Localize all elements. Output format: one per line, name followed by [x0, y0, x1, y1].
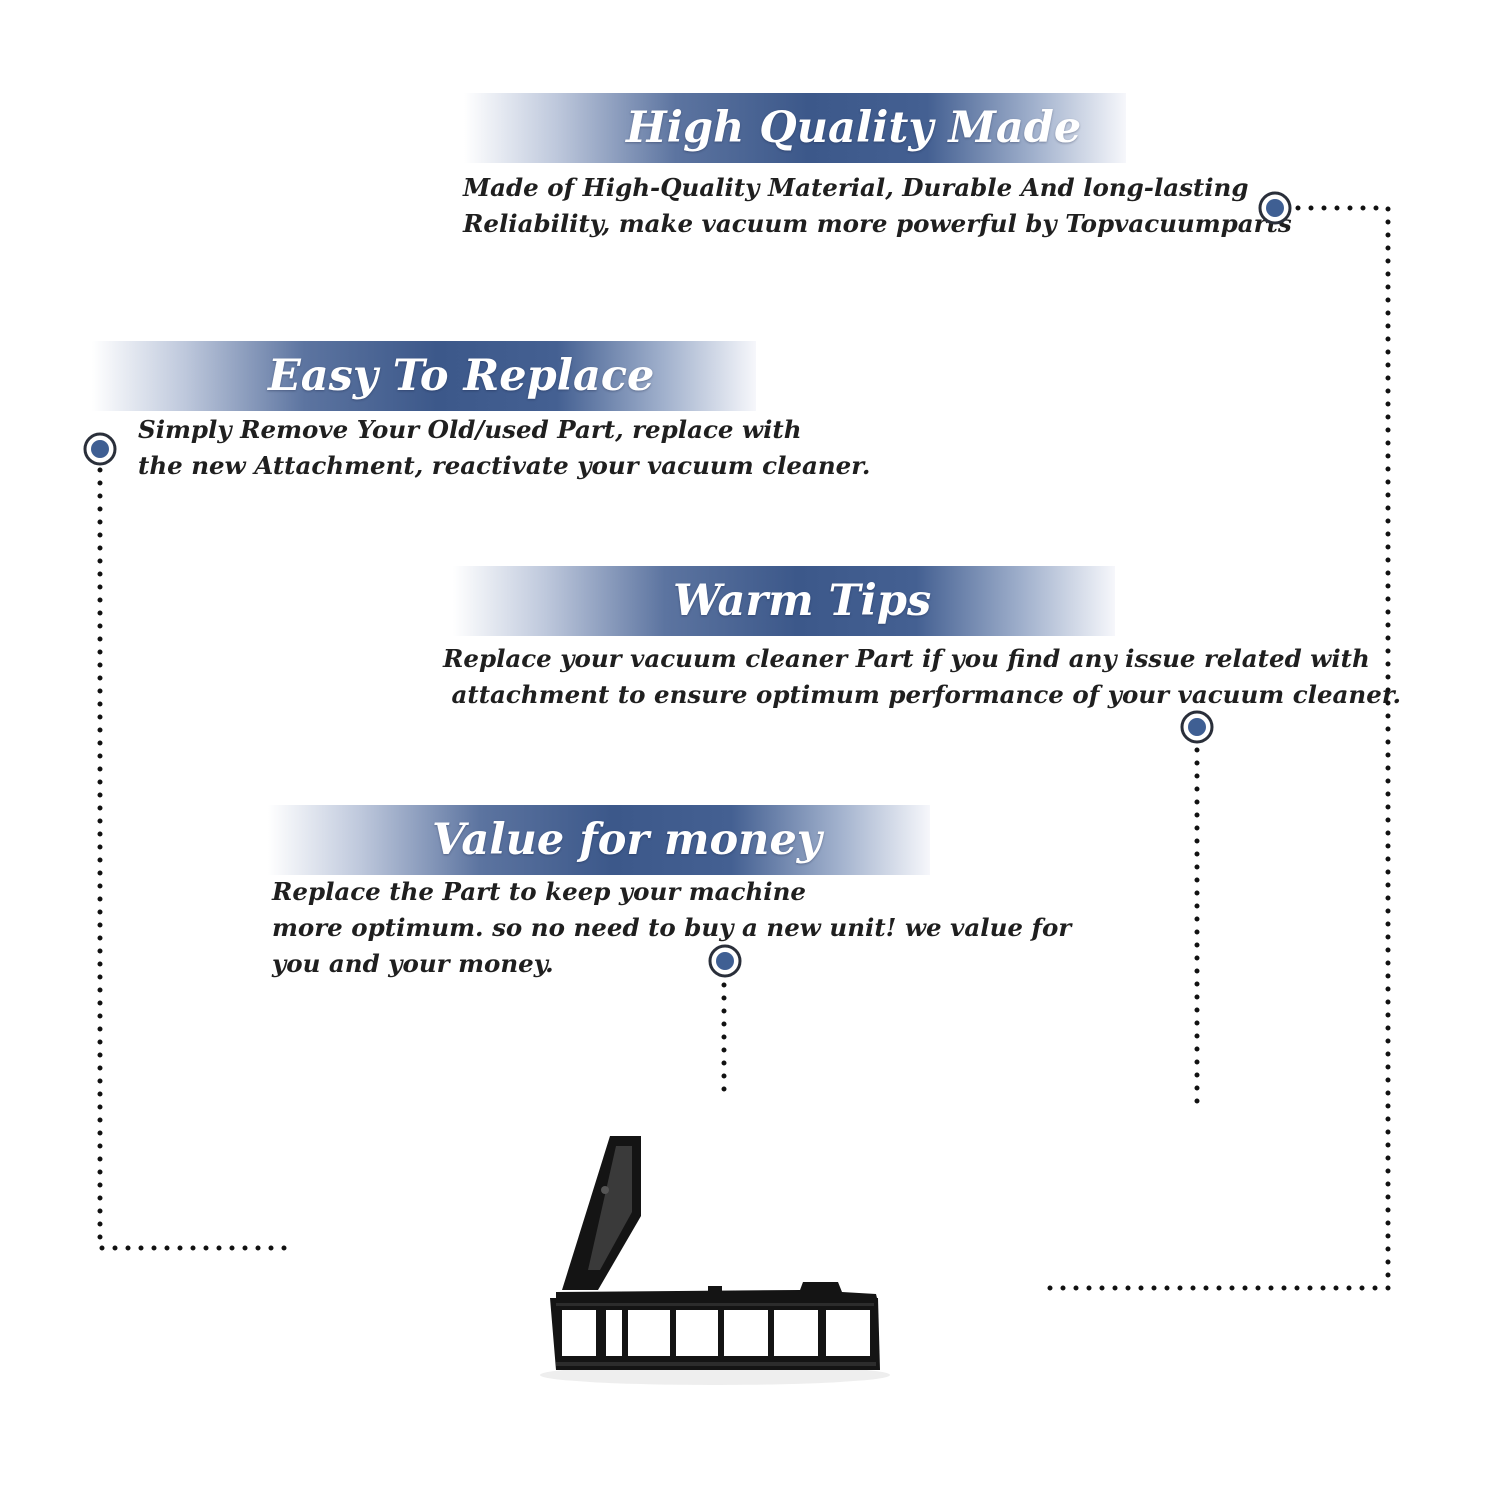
banner-title: Value for money [432, 815, 822, 865]
description-line: more optimum. so no need to buy a new un… [272, 913, 1072, 942]
vacuum-filter-grill-icon [540, 1136, 890, 1385]
banner-easy-to-replace: Easy To Replace [92, 341, 756, 411]
banner-high-quality-made: High Quality Made [464, 93, 1126, 163]
marker-warm-tips [1180, 710, 1214, 744]
description-line: Replace your vacuum cleaner Part if you … [443, 644, 1370, 673]
description-line: you and your money. [272, 949, 554, 978]
marker-easy-to-replace [83, 432, 117, 466]
description-easy-to-replace: Simply Remove Your Old/used Part, replac… [138, 412, 870, 484]
description-line: Replace the Part to keep your machine [272, 877, 806, 906]
banner-title: Easy To Replace [268, 351, 655, 401]
banner-warm-tips: Warm Tips [453, 566, 1115, 636]
dotted-line [1035, 205, 1391, 1291]
description-line: Reliability, make vacuum more powerful b… [463, 209, 1292, 238]
description-value-for-money: Replace the Part to keep your machine mo… [272, 874, 1071, 982]
banner-title: Warm Tips [673, 576, 932, 626]
description-line: Simply Remove Your Old/used Part, replac… [138, 415, 802, 444]
banner-title: High Quality Made [626, 103, 1082, 153]
description-warm-tips: Replace your vacuum cleaner Part if you … [443, 641, 1401, 713]
description-line: Made of High-Quality Material, Durable A… [463, 173, 1249, 202]
connector-high-quality-made [1035, 205, 1391, 1291]
marker-high-quality-made [1258, 191, 1292, 225]
connector-easy-to-replace [97, 467, 298, 1251]
description-line: the new Attachment, reactivate your vacu… [138, 451, 871, 480]
banner-value-for-money: Value for money [268, 805, 930, 875]
description-line: attachment to ensure optimum performance… [443, 680, 1402, 709]
dotted-line [97, 467, 298, 1251]
description-high-quality-made: Made of High-Quality Material, Durable A… [463, 170, 1292, 242]
marker-value-for-money [708, 944, 742, 978]
